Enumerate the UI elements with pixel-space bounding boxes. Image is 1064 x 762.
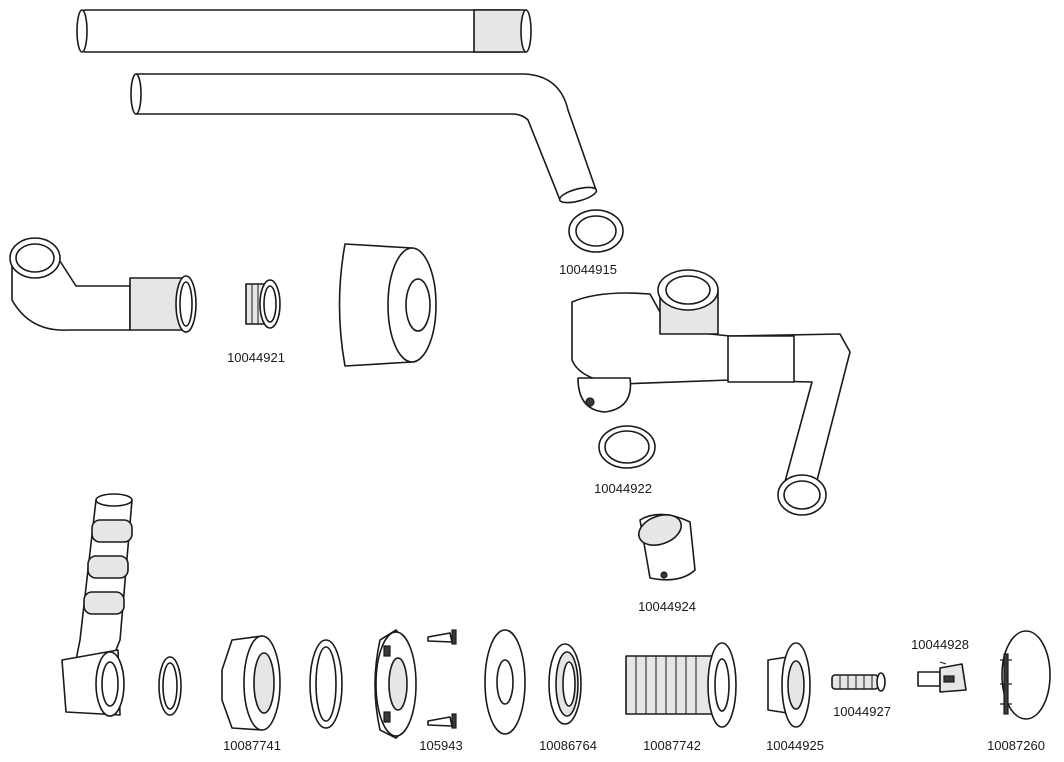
angled-outlet-10044924 (637, 513, 696, 581)
label-10044925: 10044925 (766, 738, 824, 753)
straight-pipe (76, 9, 532, 53)
label-10087260: 10087260 (987, 738, 1045, 753)
cap-10087260 (1000, 630, 1051, 720)
threaded-body-10087742 (625, 642, 737, 728)
o-ring-10044915 (568, 209, 624, 253)
label-10087742: 10087742 (643, 738, 701, 753)
o-ring-10044922 (598, 425, 656, 469)
label-10044915: 10044915 (559, 262, 617, 277)
label-10044927: 10044927 (833, 704, 891, 719)
left-elbow-pipe (9, 237, 197, 333)
trap-drain-body (571, 269, 851, 516)
label-10044928: 10044928 (911, 637, 969, 652)
bent-pipe (130, 73, 598, 204)
label-10044924: 10044924 (638, 599, 696, 614)
threaded-nipple-10044921 (245, 279, 281, 329)
screw-bottom (427, 713, 457, 729)
hex-nut-10087741 (221, 635, 281, 731)
small-o-ring (158, 656, 182, 716)
label-105943: 105943 (419, 738, 463, 753)
gasket-10086764 (548, 643, 582, 725)
flexible-hose (61, 493, 133, 717)
flange-105943 (374, 629, 417, 739)
label-10087741: 10087741 (223, 738, 281, 753)
label-10086764: 10086764 (539, 738, 597, 753)
screw-top (427, 629, 457, 645)
flat-washer (484, 629, 526, 735)
label-10044922: 10044922 (594, 481, 652, 496)
cone-cover (338, 243, 437, 367)
large-o-ring (309, 639, 343, 729)
connector-10044928 (917, 661, 967, 693)
label-10044921: 10044921 (227, 350, 285, 365)
spring-10044927 (831, 672, 886, 692)
strainer-10044925 (767, 642, 811, 728)
